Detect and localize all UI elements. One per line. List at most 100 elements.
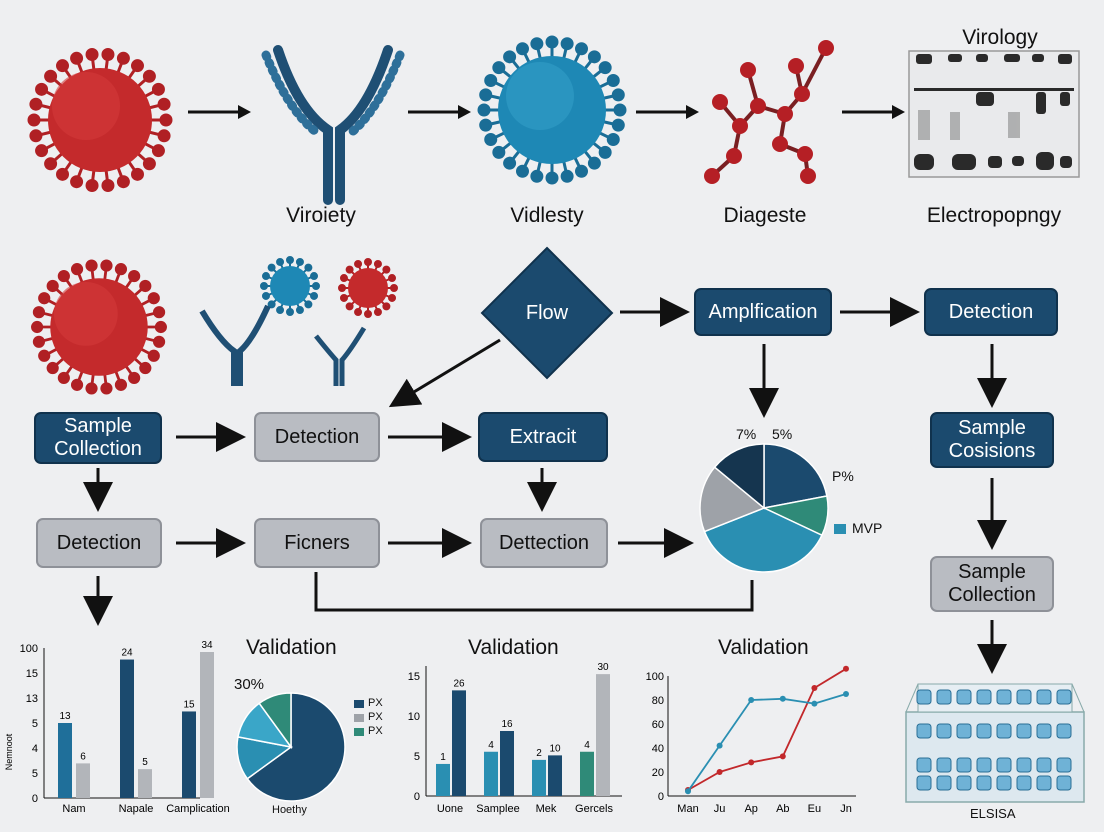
series-point [811, 700, 818, 707]
series-point [748, 759, 755, 766]
series-point [811, 685, 818, 691]
bar [580, 751, 594, 796]
flow-diamond [480, 246, 614, 380]
bar-value-label: 34 [201, 640, 213, 651]
electrophoresis-gel [908, 50, 1080, 178]
pie-chart-bottom [236, 692, 346, 802]
caption-viroiety: Viroiety [286, 204, 356, 227]
y-tick-label: 100 [20, 643, 38, 655]
y-tick-label: 5 [32, 768, 38, 780]
series-point [779, 753, 786, 760]
bar [452, 690, 466, 796]
x-tick-label: Jn [840, 803, 852, 815]
pie-bottom-legend-2: PX [368, 711, 383, 723]
legend-swatch-1 [354, 700, 364, 708]
y-tick-label: 15 [26, 668, 38, 680]
pie-top-legend-swatch [834, 524, 846, 534]
detection-box-center: Dettection [480, 518, 608, 568]
x-tick-label: Mek [536, 803, 557, 815]
y-tick-label: 0 [414, 791, 420, 803]
series-point [716, 742, 723, 749]
arrow-right-icon [188, 105, 251, 119]
y-tick-label: 15 [408, 671, 420, 683]
caption-electropopngy: Electropopngy [926, 204, 1062, 227]
bar [532, 759, 546, 796]
antibody-icon [261, 45, 405, 205]
pie-top-slice [763, 443, 828, 509]
elisa-label: ELSISA [970, 806, 1016, 821]
bar-value-label: 10 [549, 743, 561, 754]
red-virus-icon [27, 47, 173, 193]
y-tick-label: 20 [652, 767, 664, 779]
pie-top-slice [703, 507, 823, 573]
x-tick-label: Napale [119, 803, 154, 815]
ficners-box: Ficners [254, 518, 380, 568]
pie-top-slice [713, 443, 765, 510]
bar [548, 755, 562, 796]
arrow-right-icon [636, 105, 699, 119]
validation-title-1: Validation [246, 636, 337, 659]
bar [596, 674, 610, 796]
pie-bottom-legend-3: PX [368, 725, 383, 737]
x-tick-label: Man [677, 803, 698, 815]
bar-value-label: 26 [453, 678, 465, 689]
y-tick-label: 80 [652, 695, 664, 707]
series-line [687, 668, 847, 791]
series-point [748, 697, 755, 703]
x-tick-label: Samplee [476, 803, 519, 815]
series-line [687, 693, 847, 792]
gel-title: Virology [962, 26, 1038, 49]
series-point [716, 769, 723, 775]
sample-cosisions-box: Sample Cosisions [930, 412, 1054, 468]
x-tick-label: Ab [776, 803, 789, 815]
bar-value-label: 1 [440, 752, 446, 763]
y-tick-label: 0 [32, 793, 38, 805]
validation-title-2: Validation [468, 636, 559, 659]
y-tick-label: 13 [26, 693, 38, 705]
pie-bottom-slice [246, 692, 346, 802]
bar-value-label: 5 [142, 757, 148, 768]
validation-title-3: Validation [718, 636, 809, 659]
legend-swatch-2 [354, 714, 364, 722]
bar [58, 723, 72, 798]
bar-value-label: 24 [121, 648, 133, 659]
bar [500, 731, 514, 796]
pie-top-label-1: 7% [736, 426, 757, 442]
pie-bottom-legend-1: PX [368, 697, 383, 709]
bar-value-label: 4 [488, 740, 494, 751]
x-tick-label: Ap [744, 803, 757, 815]
y-tick-label: 5 [414, 751, 420, 763]
pie-chart-top [699, 443, 829, 573]
arrow-right-icon [408, 105, 471, 119]
pie-bottom-slice [258, 692, 292, 750]
pie-top-label-2: 5% [772, 426, 793, 442]
red-virus-icon [31, 259, 167, 395]
bar-value-label: 2 [536, 748, 542, 759]
bar [436, 763, 450, 796]
antibody-virus-complex-icon [199, 256, 398, 386]
bar [200, 652, 214, 798]
y-tick-label: 0 [658, 791, 664, 803]
pie-top-slice [699, 466, 766, 533]
bar [120, 659, 134, 798]
x-tick-label: Gercels [575, 803, 613, 815]
detection-box-mid: Detection [254, 412, 380, 462]
pie-bottom-pct: 30% [234, 676, 265, 693]
y-axis-label: Nemnoot [4, 733, 14, 770]
series-point [685, 788, 691, 795]
blue-virus-icon [477, 35, 627, 185]
sample-collection-box-right: Sample Collection [930, 556, 1054, 612]
bar [138, 769, 152, 798]
caption-diageste: Diageste [723, 204, 807, 227]
pie-top-legend-label: MVP [852, 520, 883, 536]
amplification-box: Amplfication [694, 288, 832, 336]
arrow-right-icon [842, 105, 905, 119]
sample-collection-box-left: Sample Collection [34, 412, 162, 464]
legend-swatch-3 [354, 728, 364, 736]
extract-box: Extracit [478, 412, 608, 462]
bar-value-label: 30 [597, 662, 609, 673]
bar-value-label: 16 [501, 719, 513, 730]
bar-value-label: 13 [59, 711, 71, 722]
